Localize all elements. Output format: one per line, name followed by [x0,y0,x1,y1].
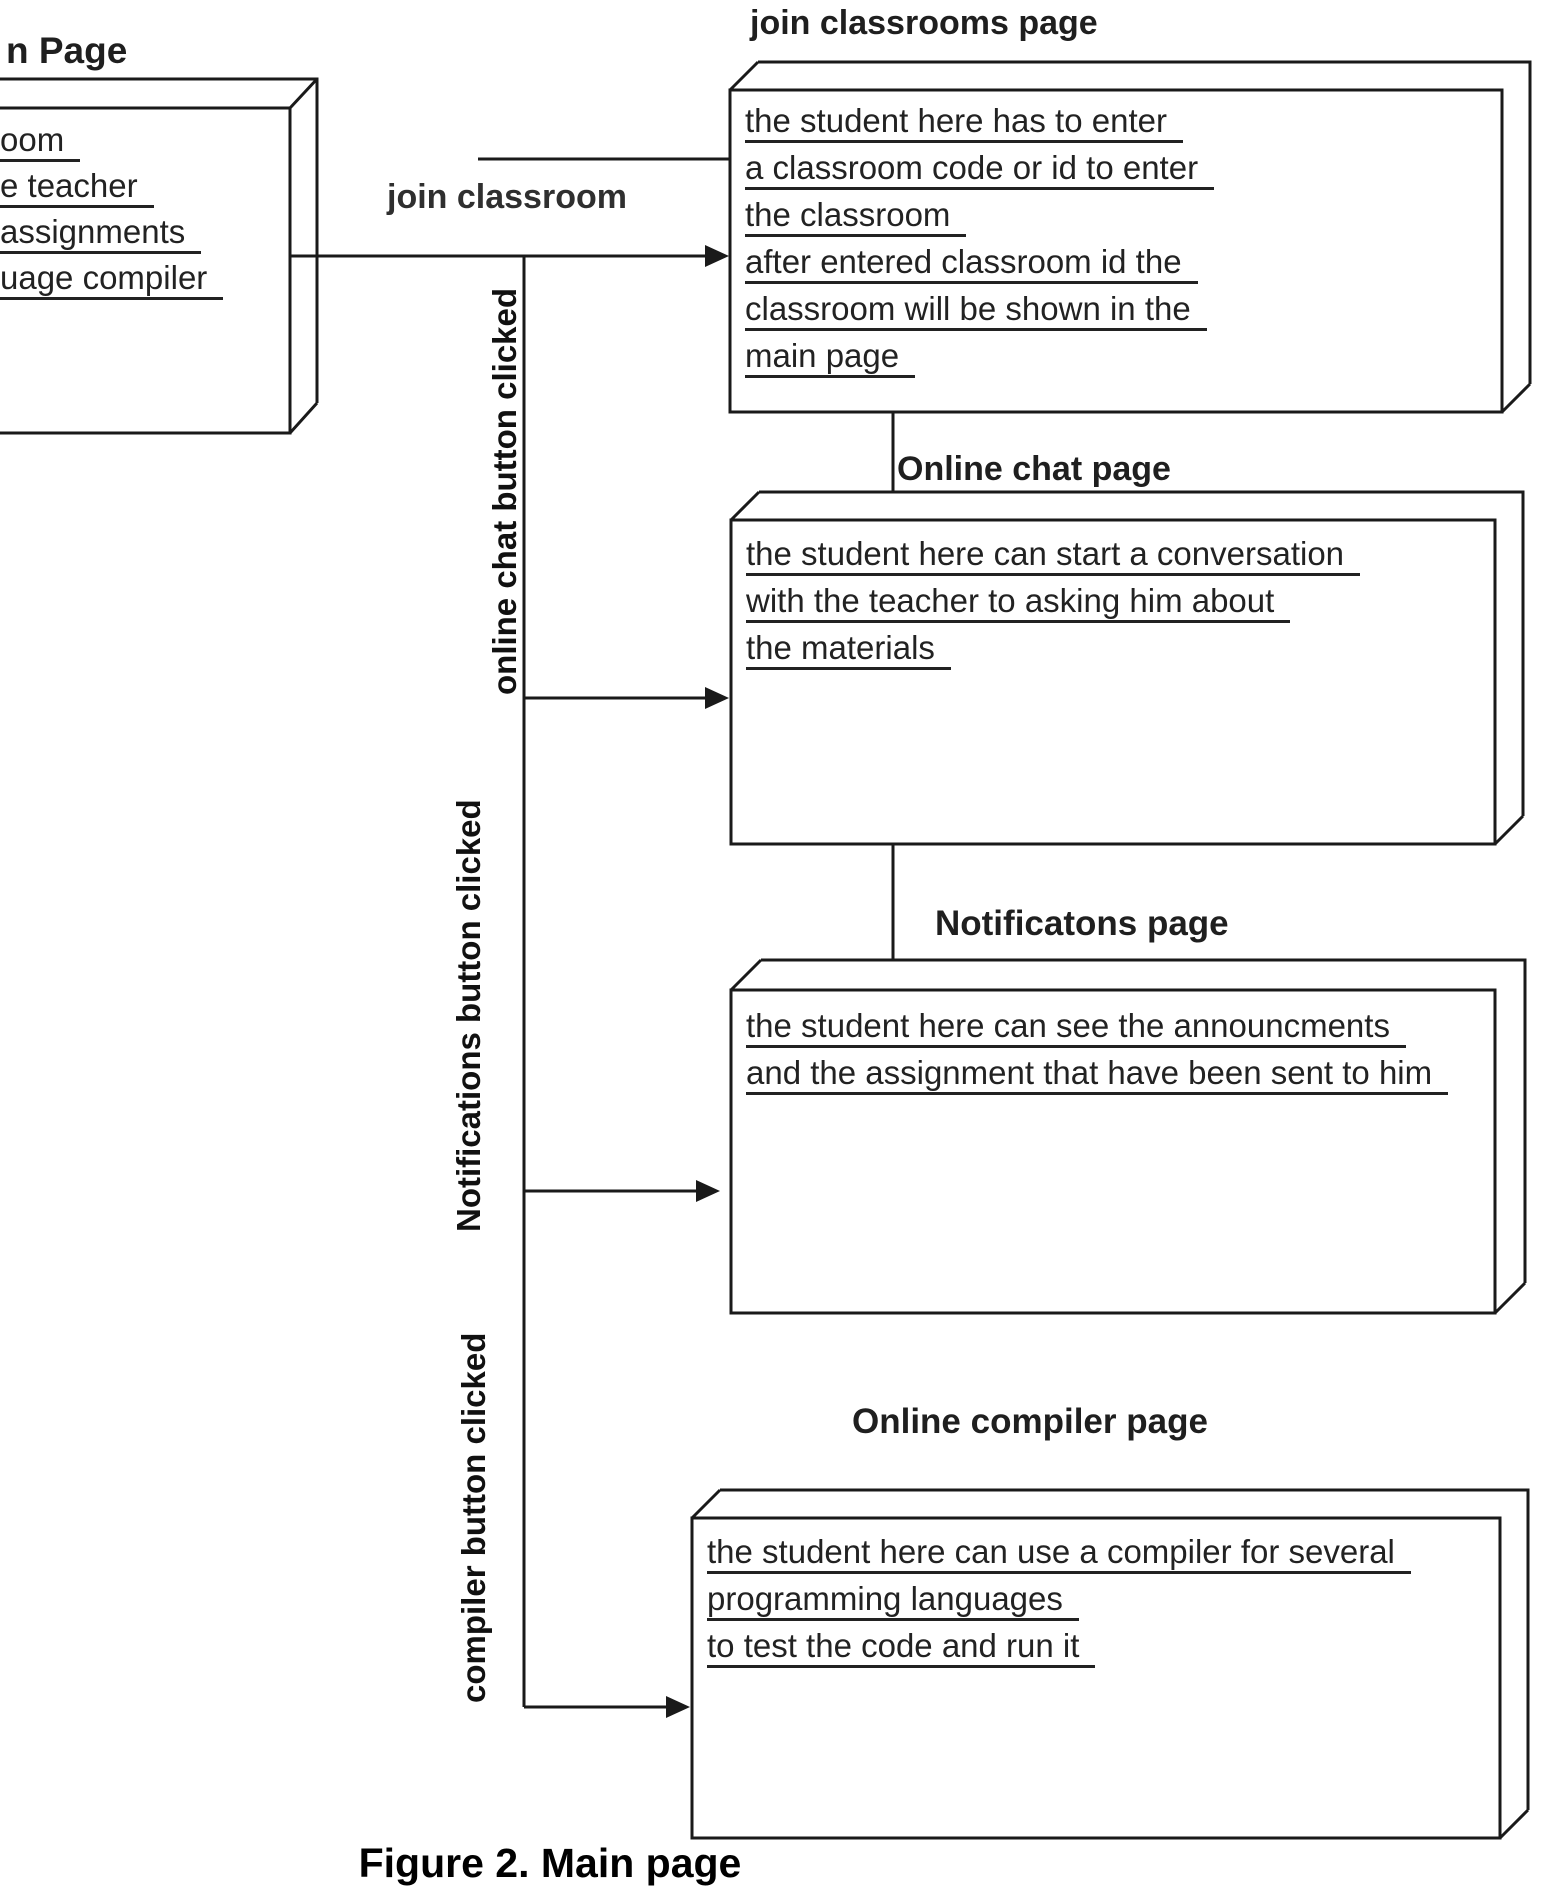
notifications-box-fold-corner-top [729,958,763,992]
chat-box-body: the student here can start a conversatio… [746,535,1361,677]
arrow-online-chat-head [705,687,729,709]
edge-label-join-classroom: join classroom [387,178,627,216]
edge-label-notifications-button-clicked: Notifications button clicked [450,799,487,1232]
main-page-box-items: oom e teacher assignments uage compiler [0,121,224,306]
compiler-box-line: the student here can use a compiler for … [707,1533,1411,1574]
join-box-line: main page [745,337,1214,378]
join-box-fold [758,60,1532,384]
chat-box-line: the materials [746,629,1360,670]
arrow-compiler-head [666,1696,690,1718]
join-box-fold-corner-bottom [1500,382,1532,414]
notifications-box-fold [761,958,1527,1283]
edge-label-online-chat-button-clicked: online chat button clicked [486,287,523,695]
join-box-line: after entered classroom id the [745,243,1214,284]
join-box-line: classroom will be shown in the [745,290,1214,331]
compiler-box-fold-corner-bottom [1498,1808,1530,1840]
compiler-box-body: the student here can use a compiler for … [707,1533,1411,1675]
main-page-item: uage compiler [0,259,224,300]
join-box-fold-corner-top [728,60,760,92]
chat-box-title: Online chat page [897,450,1171,488]
main-page-item: e teacher [0,167,223,208]
main-page-box-fold-corner-top [288,77,319,110]
arrow-notifications-head [696,1180,720,1202]
notifications-box-title: Notificatons page [935,904,1229,943]
notifications-box-line: and the assignment that have been sent t… [746,1054,1449,1095]
compiler-box-line: programming languages [707,1580,1411,1621]
main-page-item: oom [0,121,223,162]
chat-box-fold-corner-bottom [1493,814,1525,846]
join-box-line: a classroom code or id to enter [745,149,1215,190]
chat-box-fold [759,490,1525,816]
compiler-box-fold-corner-top [690,1488,722,1520]
main-page-box-outline [0,106,292,435]
main-page-box-title: n Page [6,30,128,71]
notifications-box-body: the student here can see the announcment… [746,1007,1449,1102]
chat-box-fold-corner-top [729,490,761,522]
edge-label-compiler-button-clicked: compiler button clicked [455,1332,492,1703]
join-box-line: the student here has to enter [745,102,1214,143]
compiler-box-fold [720,1488,1530,1810]
compiler-box-line: to test the code and run it [707,1627,1411,1668]
join-box-title: join classrooms page [750,4,1098,42]
join-box-body: the student here has to enter a classroo… [745,102,1215,385]
chat-box-line: the student here can start a conversatio… [746,535,1361,576]
join-box-line: the classroom [745,196,1214,237]
arrow-join-classroom-head [705,245,729,267]
figure-caption: Figure 2. Main page [358,1840,742,1886]
notifications-box-line: the student here can see the announcment… [746,1007,1448,1048]
compiler-box-title: Online compiler page [852,1402,1208,1441]
notifications-box-fold-corner-bottom [1493,1281,1527,1315]
main-page-item: assignments [0,213,223,254]
chat-box-line: with the teacher to asking him about [746,582,1360,623]
main-page-box-fold-corner-bottom [288,401,319,435]
